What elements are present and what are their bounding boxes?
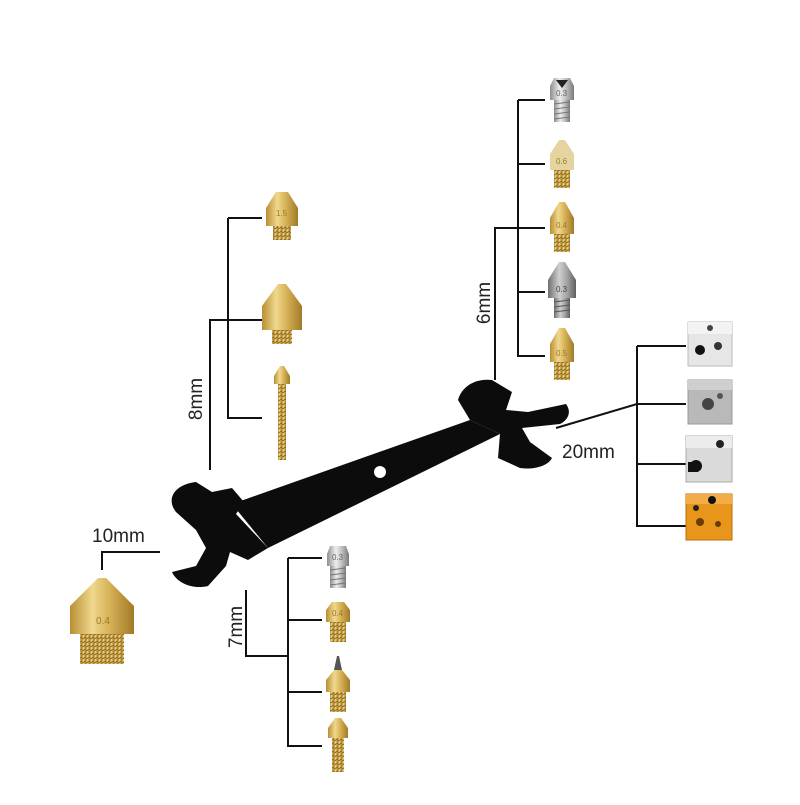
- svg-text:1.5: 1.5: [276, 209, 288, 218]
- nozzle-7mm-4: [328, 718, 348, 772]
- wrench-handle: [232, 420, 500, 548]
- nozzle-6mm-4: 0.3: [548, 262, 576, 318]
- nozzle-8mm-3: [274, 366, 290, 460]
- heater-block-1: [687, 321, 733, 367]
- label-6mm: 6mm: [474, 281, 496, 325]
- heater-block-4: [685, 493, 733, 541]
- wrench: [171, 379, 569, 588]
- svg-text:0.4: 0.4: [556, 221, 568, 230]
- nozzle-7mm-2: 0.4: [326, 602, 350, 642]
- svg-text:0.4: 0.4: [96, 616, 110, 627]
- nozzle-8mm-1: 1.5: [266, 192, 298, 240]
- label-10mm: 10mm: [92, 526, 145, 547]
- wrench-right-head: [458, 379, 569, 469]
- nozzle-6mm-1: 0.3: [550, 78, 574, 122]
- svg-text:0.4: 0.4: [332, 609, 344, 618]
- nozzle-7mm-3: [326, 656, 350, 712]
- wrench-hole: [374, 466, 386, 478]
- nozzle-6mm-5: 0.5: [550, 328, 574, 380]
- nozzle-7mm-1: 0.3: [327, 546, 349, 588]
- nozzle-10mm: 0.4: [70, 578, 134, 664]
- label-7mm: 7mm: [226, 605, 248, 649]
- nozzle-6mm-3: 0.4: [550, 202, 574, 252]
- label-20mm: 20mm: [562, 442, 615, 463]
- label-8mm: 8mm: [186, 377, 208, 421]
- nozzle-8mm-2: [262, 284, 302, 344]
- svg-text:0.5: 0.5: [556, 349, 568, 358]
- heater-block-2: [687, 379, 733, 425]
- svg-text:0.3: 0.3: [556, 89, 568, 98]
- svg-text:0.3: 0.3: [556, 285, 568, 294]
- svg-text:0.3: 0.3: [332, 553, 344, 562]
- leader-lines: [101, 99, 686, 747]
- nozzle-6mm-2: 0.6: [550, 140, 574, 188]
- svg-text:0.6: 0.6: [556, 157, 568, 166]
- heater-block-3: [685, 435, 733, 483]
- wrench-left-head: [171, 482, 268, 588]
